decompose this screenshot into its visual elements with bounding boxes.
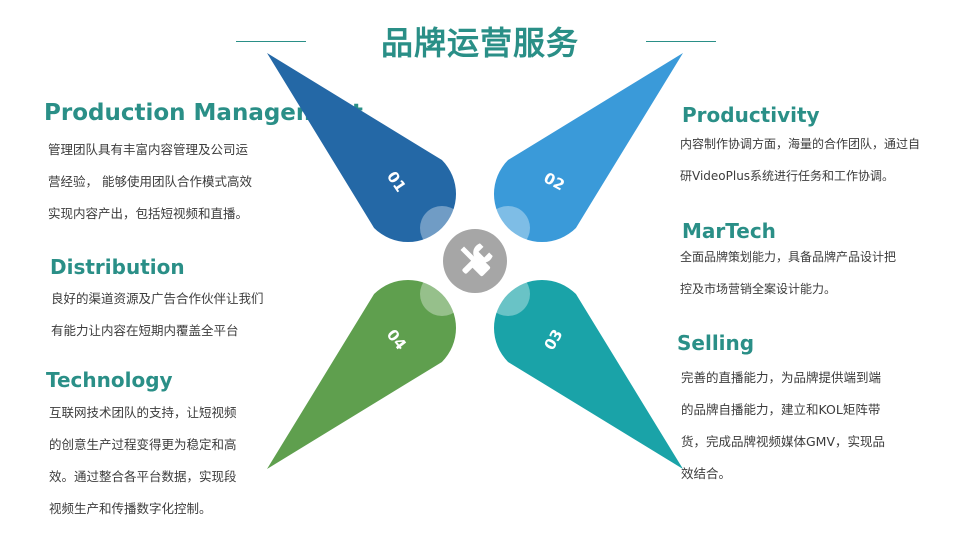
title-line-right — [646, 41, 716, 42]
heading-selling: Selling — [677, 331, 755, 355]
text-line: 全面品牌策划能力，具备品牌产品设计把 — [680, 250, 897, 264]
heading-distribution: Distribution — [50, 255, 185, 279]
text-line: 研VideoPlus系统进行任务和工作协调。 — [680, 169, 895, 183]
text-line: 有能力让内容在短期内覆盖全平台 — [51, 323, 239, 338]
text-selling: 完善的直播能力，为品牌提供端到端 的品牌自播能力，建立和KOL矩阵带 货，完成品… — [681, 362, 885, 490]
petal-04 — [267, 280, 457, 469]
text-line: 视频生产和传播数字化控制。 — [49, 501, 212, 516]
hub — [443, 229, 507, 293]
text-distribution: 良好的渠道资源及广告合作伙伴让我们 有能力让内容在短期内覆盖全平台 — [51, 283, 264, 347]
text-line: 内容制作协调方面，海量的合作团队，通过自 — [680, 137, 921, 151]
text-line: 完善的直播能力，为品牌提供端到端 — [681, 370, 882, 385]
text-line: 控及市场营销全案设计能力。 — [680, 282, 837, 296]
text-martech: 全面品牌策划能力，具备品牌产品设计把 控及市场营销全案设计能力。 — [680, 241, 896, 305]
text-production-management: 管理团队具有丰富内容管理及公司运 营经验， 能够使用团队合作模式高效 实现内容产… — [48, 134, 252, 230]
text-line: 实现内容产出，包括短视频和直播。 — [48, 206, 249, 221]
text-line: 的创意生产过程变得更为稳定和高 — [49, 437, 237, 452]
petal-03 — [494, 280, 683, 469]
text-line: 的品牌自播能力，建立和KOL矩阵带 — [681, 402, 881, 417]
text-line: 营经验， 能够使用团队合作模式高效 — [48, 174, 252, 189]
page-title: 品牌运营服务 — [380, 24, 579, 62]
text-line: 效结合。 — [681, 466, 732, 481]
petal-02 — [493, 53, 683, 243]
text-technology: 互联网技术团队的支持，让短视频 的创意生产过程变得更为稳定和高 效。通过整合各平… — [49, 397, 237, 525]
heading-productivity: Productivity — [682, 103, 820, 127]
text-line: 效。通过整合各平台数据，实现段 — [49, 469, 237, 484]
text-line: 良好的渠道资源及广告合作伙伴让我们 — [51, 291, 264, 306]
text-productivity: 内容制作协调方面，海量的合作团队，通过自 研VideoPlus系统进行任务和工作… — [680, 128, 920, 192]
petal-01 — [267, 53, 456, 242]
heading-martech: MarTech — [682, 219, 776, 243]
text-line: 货，完成品牌视频媒体GMV，实现品 — [681, 434, 886, 449]
text-line: 互联网技术团队的支持，让短视频 — [49, 405, 237, 420]
title-line-left — [236, 41, 306, 42]
text-line: 管理团队具有丰富内容管理及公司运 — [48, 142, 249, 157]
heading-technology: Technology — [46, 368, 173, 392]
tools-icon — [460, 243, 493, 277]
